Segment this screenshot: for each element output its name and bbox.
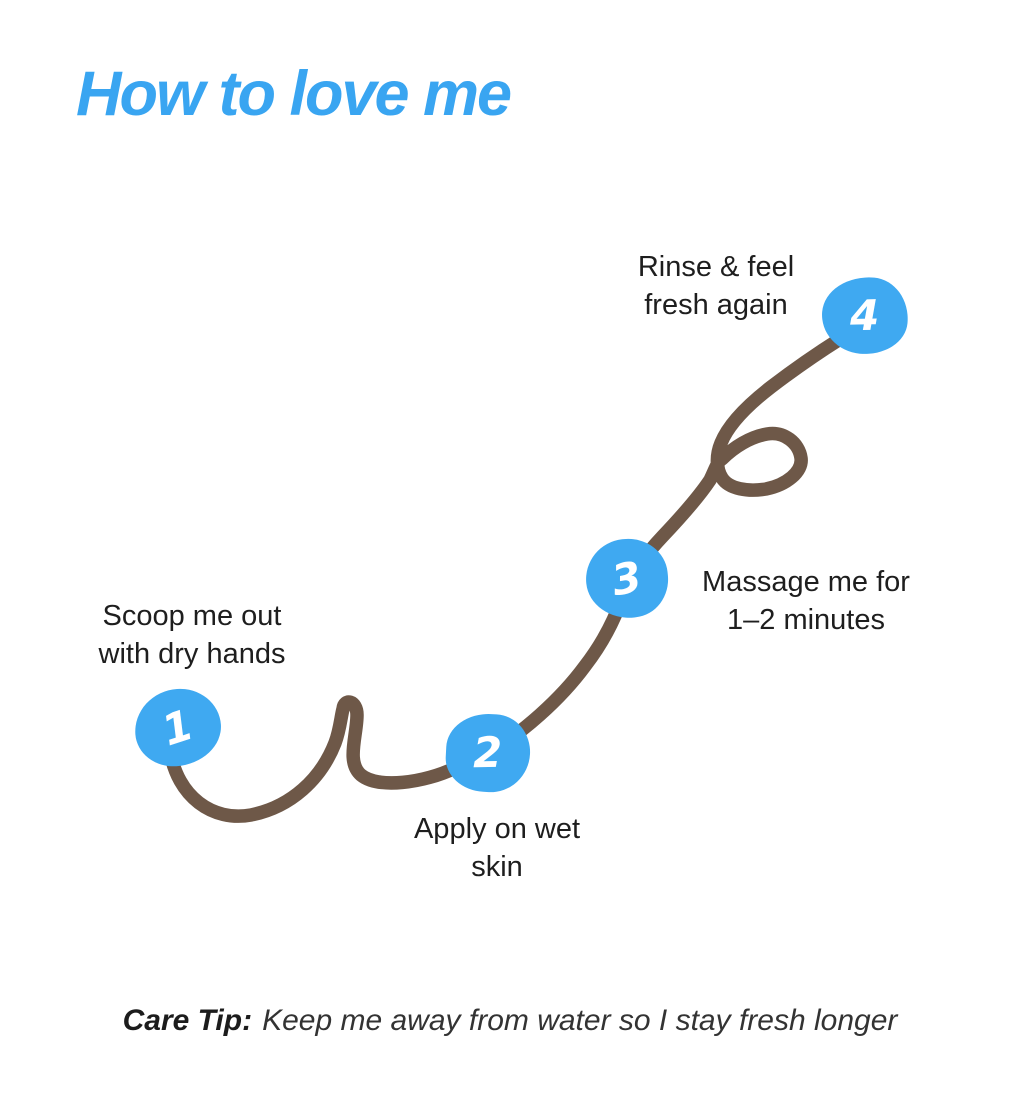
step-1-label-line-2: with dry hands — [98, 638, 286, 670]
step-3-number: 3 — [607, 551, 646, 605]
step-3-label-line-2: 1–2 minutes — [727, 604, 885, 636]
step-4-label-line-2: fresh again — [644, 289, 788, 321]
step-2-label: Apply on wet skin — [337, 810, 657, 886]
step-3-label: Massage me for 1–2 minutes — [646, 563, 966, 639]
page-title: How to love me — [76, 59, 512, 129]
care-tip: Care Tip: Keep me away from water so I st… — [0, 1004, 1020, 1038]
step-2-label-line-1: Apply on wet — [413, 813, 581, 845]
step-1-label-line-1: Scoop me out — [102, 600, 282, 632]
step-4-label-line-1: Rinse & feel — [637, 251, 795, 283]
step-2-label-line-2: skin — [471, 851, 523, 883]
care-tip-prefix: Care Tip: — [122, 1004, 253, 1037]
step-1-number: 1 — [156, 699, 200, 755]
step-3-label-line-1: Massage me for — [702, 566, 910, 598]
step-2-number: 2 — [472, 727, 504, 778]
care-tip-text: Keep me away from water so I stay fresh … — [262, 1004, 898, 1037]
step-1-label: Scoop me out with dry hands — [32, 597, 352, 673]
step-4-label: Rinse & feel fresh again — [556, 248, 876, 324]
